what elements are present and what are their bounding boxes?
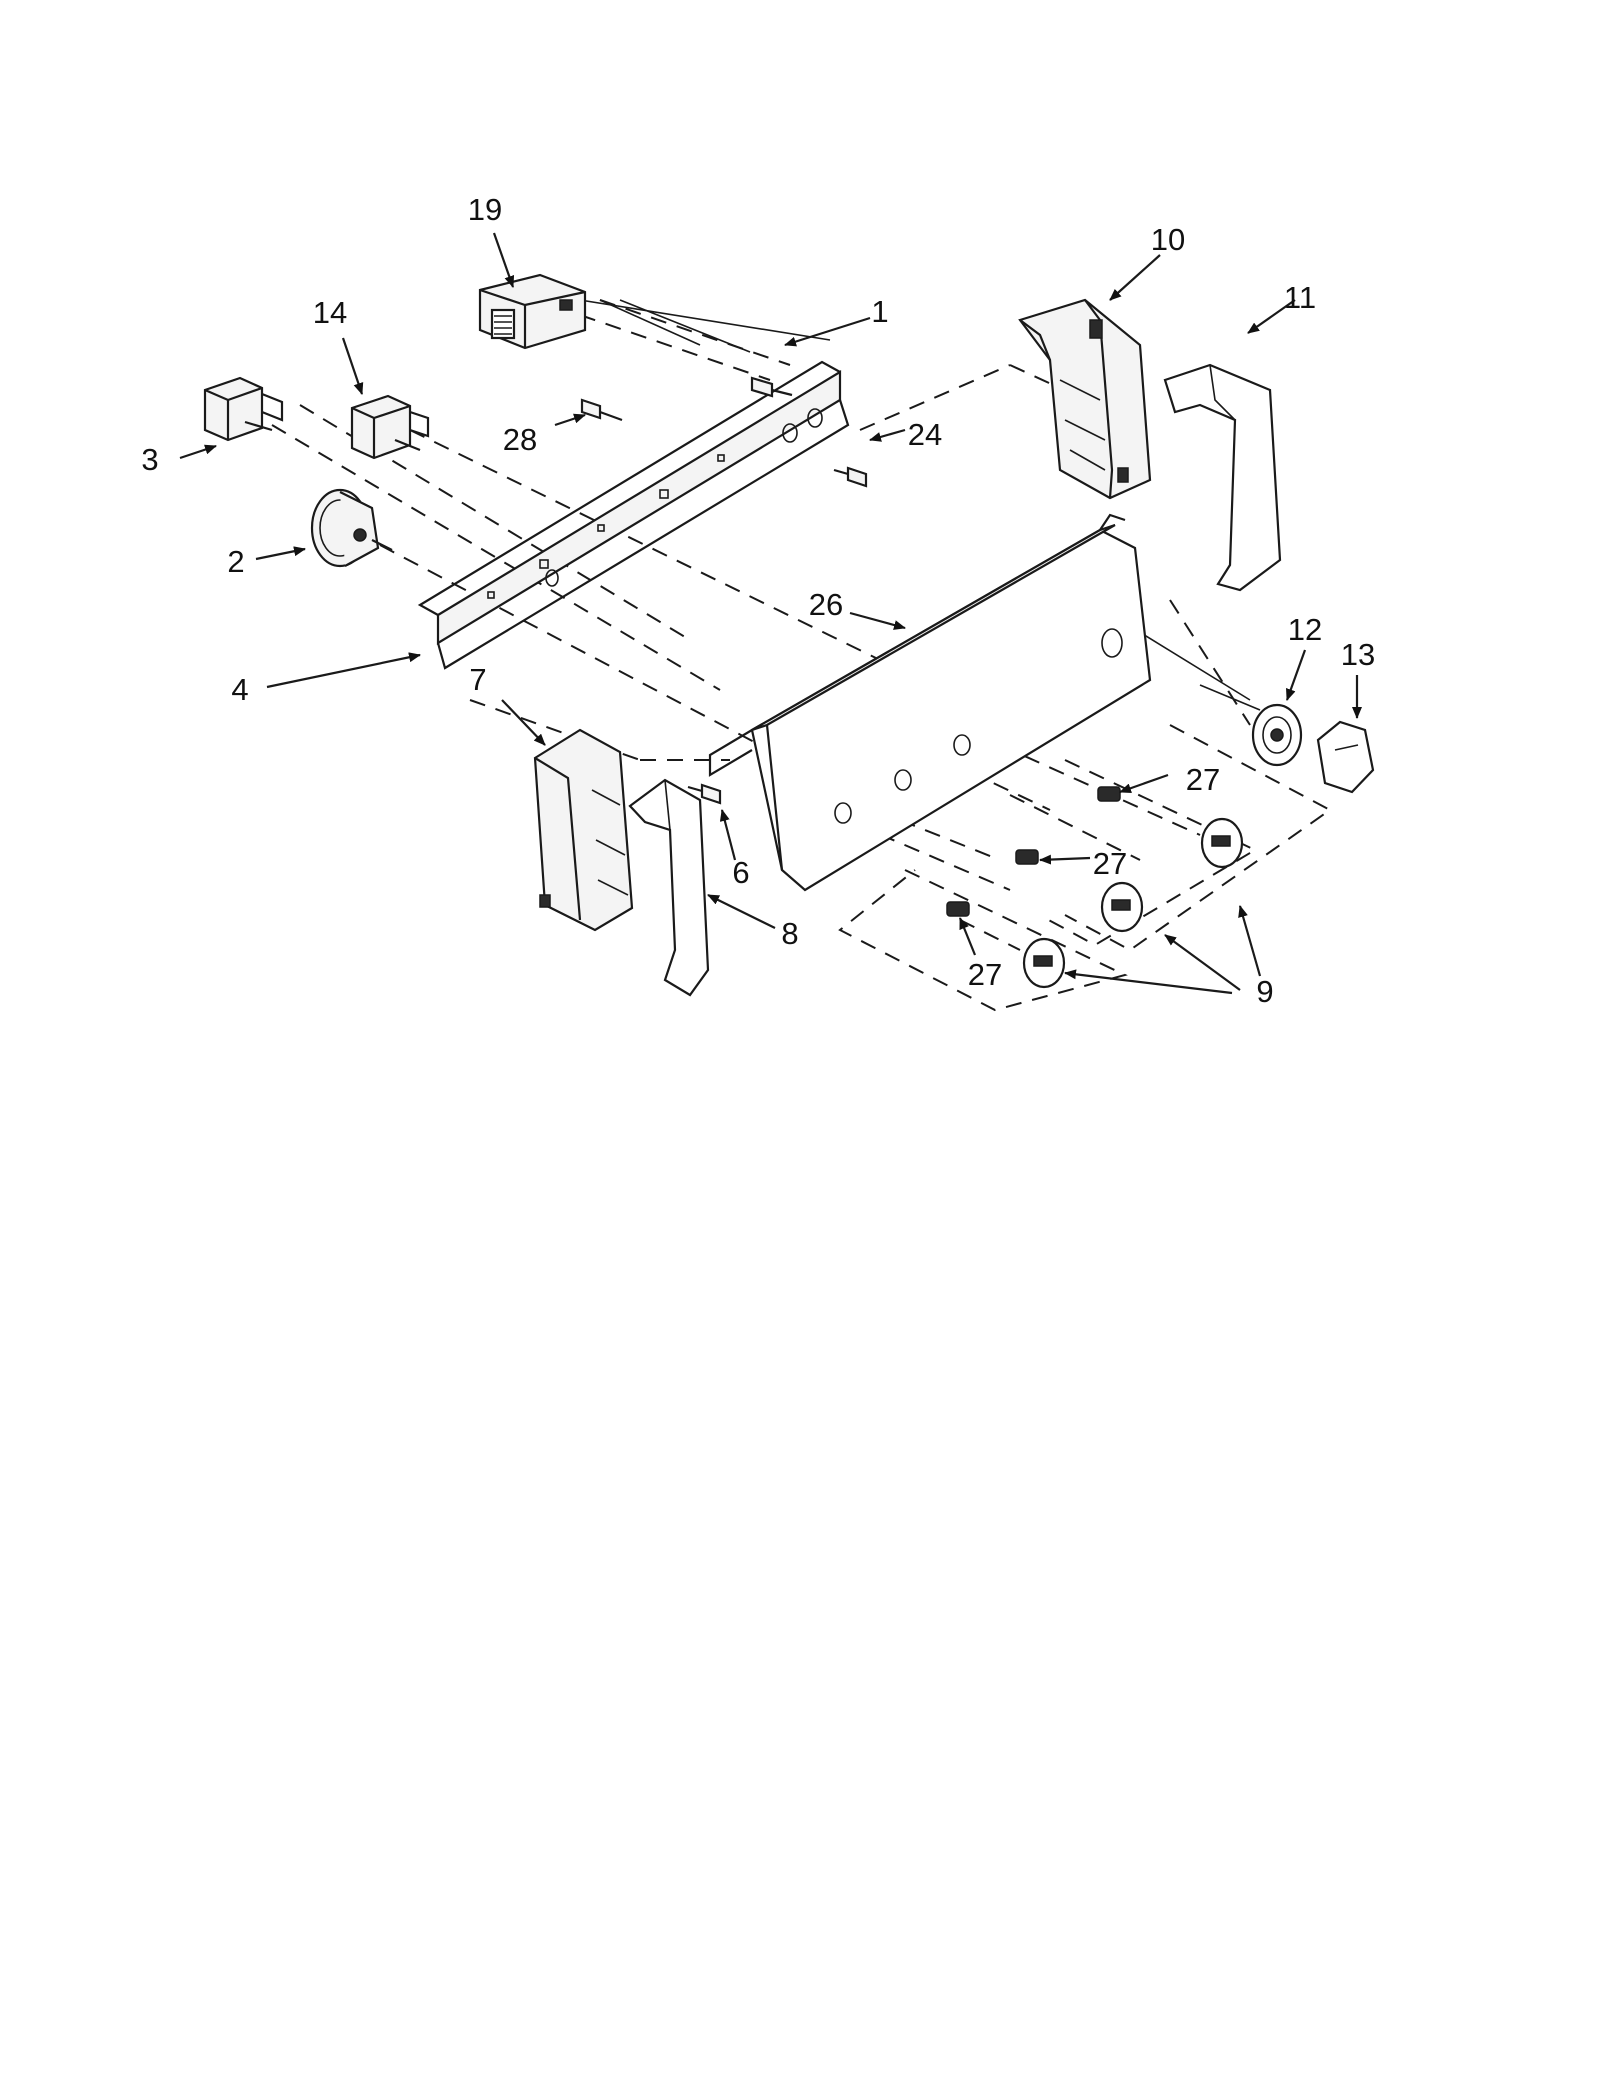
knob-9-a: [1200, 817, 1244, 869]
screw-28: [580, 398, 623, 422]
callout-4: 4: [231, 672, 248, 707]
part-4-control-bracket: [417, 360, 850, 670]
callout-2: 2: [227, 544, 244, 579]
knob-9-b: [1100, 881, 1144, 933]
part-11-trim: [1163, 363, 1282, 592]
part-10-end-cap: [1018, 298, 1152, 500]
callout-28: 28: [503, 422, 537, 457]
callout-7: 7: [469, 662, 486, 697]
part-19-relay: [478, 273, 587, 350]
callout-27-c: 27: [968, 957, 1002, 992]
callout-labels: 1 2 3 4 6 7 8 9 10 11 12 13 14 19 24 26 …: [141, 192, 1375, 1009]
part-8-trim: [628, 778, 710, 997]
callout-13: 13: [1341, 637, 1375, 672]
callout-27-a: 27: [1186, 762, 1220, 797]
callout-8: 8: [781, 916, 798, 951]
callout-3: 3: [141, 442, 158, 477]
part-27-spring-a: [1097, 786, 1121, 802]
part-3-switch: [203, 376, 284, 442]
callout-12: 12: [1288, 612, 1322, 647]
assembly-solid-lines: [579, 299, 1261, 711]
knob-9-c: [1022, 937, 1066, 989]
leader-arrows: [179, 232, 1362, 995]
callout-1: 1: [871, 294, 888, 329]
part-12-bezel: [1251, 703, 1303, 767]
callout-14: 14: [313, 295, 347, 330]
part-14-switch: [350, 394, 430, 460]
callout-6: 6: [732, 855, 749, 890]
part-2-timer: [310, 488, 393, 568]
callout-19: 19: [468, 192, 502, 227]
callout-11: 11: [1284, 280, 1316, 315]
callout-9: 9: [1256, 974, 1273, 1009]
callout-24: 24: [908, 417, 942, 452]
callout-10: 10: [1151, 222, 1185, 257]
part-26-control-panel: [708, 513, 1152, 892]
screw-6: [687, 783, 722, 805]
part-13-knob: [1316, 720, 1375, 794]
callout-27-b: 27: [1093, 846, 1127, 881]
screw-1: [750, 376, 793, 398]
part-7-end-cap: [533, 728, 634, 932]
part-27-spring-c: [946, 901, 970, 917]
screw-24: [833, 466, 868, 488]
callout-26: 26: [809, 587, 843, 622]
part-27-spring-b: [1015, 849, 1039, 865]
